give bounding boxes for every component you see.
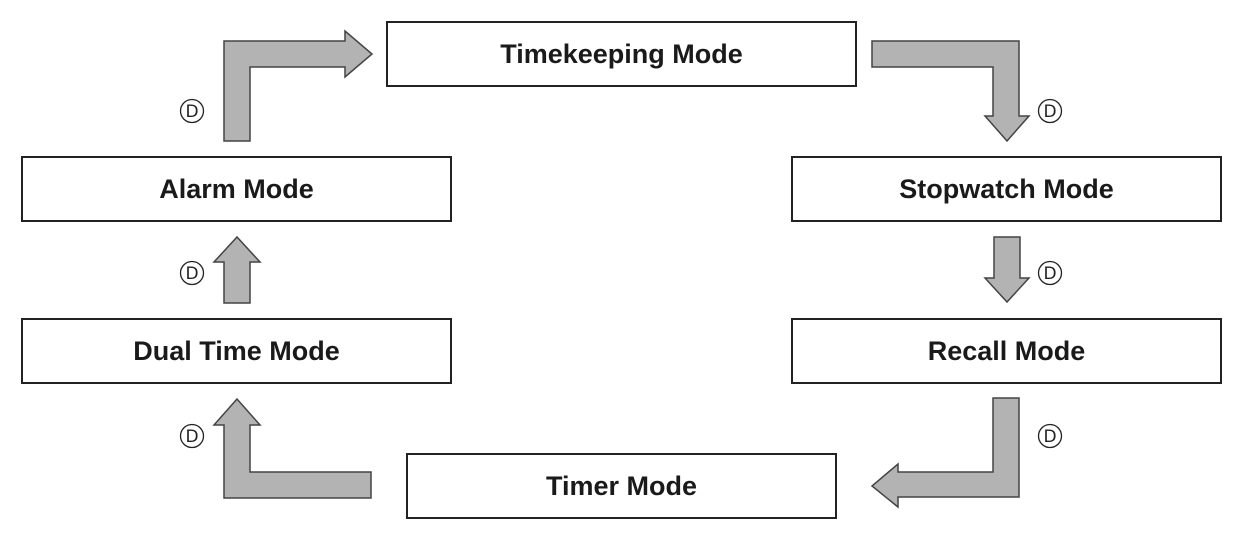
button-d-label: D [1043,427,1056,447]
arrow-stopwatch-to-recall [983,236,1031,304]
arrow-alarm-to-timekeeping [223,29,374,142]
button-d-label: D [1043,264,1056,284]
arrow-recall-to-timer [870,397,1020,509]
recall-mode-box: Recall Mode [791,318,1222,384]
dual-time-mode-box: Dual Time Mode [21,318,452,384]
button-d-icon [1037,98,1063,124]
button-d-icon [179,260,205,286]
button-d-icon [1037,423,1063,449]
recall-mode-label: Recall Mode [927,335,1086,366]
dual-time-mode-label: Dual Time Mode [133,335,340,366]
button-d-label: D [1043,102,1056,122]
arrow-timer-to-dual-time [212,397,372,499]
button-d-label: D [185,427,198,447]
stopwatch-mode-box: Stopwatch Mode [791,156,1222,222]
button-d-label: D [185,102,198,122]
button-d-icon [179,423,205,449]
timekeeping-mode-label: Timekeeping Mode [500,38,743,69]
button-d-icon [179,98,205,124]
timer-mode-label: Timer Mode [545,470,698,501]
arrow-dual-time-to-alarm [212,235,262,304]
timekeeping-mode-box: Timekeeping Mode [386,21,857,87]
stopwatch-mode-label: Stopwatch Mode [899,173,1114,204]
arrow-timekeeping-to-stopwatch [871,40,1031,143]
alarm-mode-label: Alarm Mode [159,173,314,204]
alarm-mode-box: Alarm Mode [21,156,452,222]
button-d-label: D [185,264,198,284]
button-d-icon [1037,260,1063,286]
timer-mode-box: Timer Mode [406,453,837,519]
